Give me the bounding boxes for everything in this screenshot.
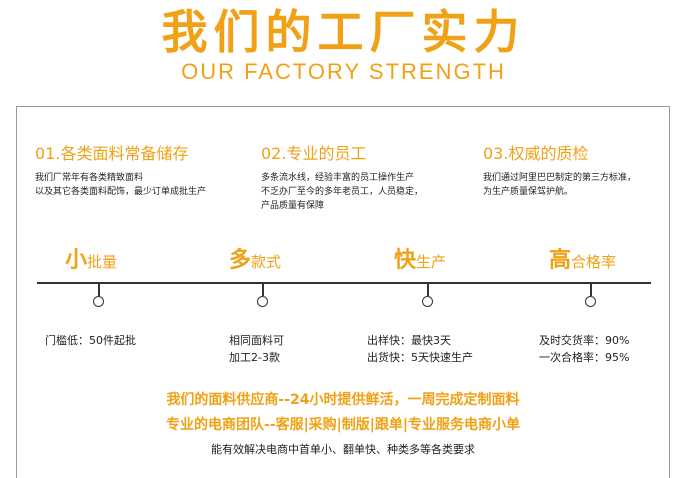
feature-title: 01.各类面料常备储存 — [35, 144, 189, 163]
feature-storage: 01.各类面料常备储存 我们厂常年有各类精致面料 以及其它各类面料配饰，最少订单… — [35, 143, 206, 199]
metric-high-pass-rate: 高合格率 — [549, 247, 616, 276]
strength-panel: 01.各类面料常备储存 我们厂常年有各类精致面料 以及其它各类面料配饰，最少订单… — [16, 106, 670, 478]
metric-rest: 合格率 — [571, 253, 617, 271]
detail-text: 门槛低：50件起批 — [45, 334, 136, 347]
metric-key-char: 快 — [394, 248, 417, 273]
detail-text: 及时交货率：90% 一次合格率：95% — [539, 334, 630, 364]
metric-rest: 生产 — [416, 253, 447, 271]
metric-rest: 批量 — [87, 253, 118, 271]
metric-rest: 款式 — [251, 253, 282, 271]
metric-key-char: 小 — [65, 248, 88, 273]
metric-fast-production: 快生产 — [394, 247, 446, 276]
feature-desc: 我们厂常年有各类精致面料 以及其它各类面料配饰，最少订单成批生产 — [35, 173, 207, 197]
detail-text: 相同面料可 加工2-3款 — [229, 334, 284, 364]
banner-team: 专业的电商团队--客服|采购|制版|跟单|专业服务电商小单 — [165, 417, 521, 433]
feature-title: 02.专业的员工 — [261, 144, 367, 163]
feature-title: 03.权威的质检 — [483, 144, 589, 163]
metric-small-batch: 小批量 — [65, 247, 117, 276]
metric-key-char: 多 — [229, 248, 252, 273]
feature-quality: 03.权威的质检 我们通过阿里巴巴制定的第三方标准， 为生产质量保驾护航。 — [483, 143, 636, 199]
banner-summary: 能有效解决电商中首单小、翻单快、种类多等各类要求 — [211, 443, 475, 456]
page-title: 我们的工厂实力 — [161, 5, 526, 59]
banner-supplier: 我们的面料供应商--24小时提供鲜活，一周完成定制面料 — [166, 392, 520, 408]
feature-desc: 多条流水线，经验丰富的员工操作生产 不乏办厂至今的多年老员工，人员稳定， 产品质… — [261, 173, 424, 211]
detail-text: 出样快：最快3天 出货快：5天快速生产 — [367, 334, 473, 364]
feature-staff: 02.专业的员工 多条流水线，经验丰富的员工操作生产 不乏办厂至今的多年老员工，… — [261, 143, 423, 213]
metric-many-styles: 多款式 — [229, 247, 281, 276]
page-subtitle: OUR FACTORY STRENGTH — [181, 59, 506, 84]
feature-desc: 我们通过阿里巴巴制定的第三方标准， 为生产质量保驾护航。 — [483, 173, 637, 197]
metric-key-char: 高 — [549, 248, 572, 273]
timeline-line — [37, 282, 651, 284]
